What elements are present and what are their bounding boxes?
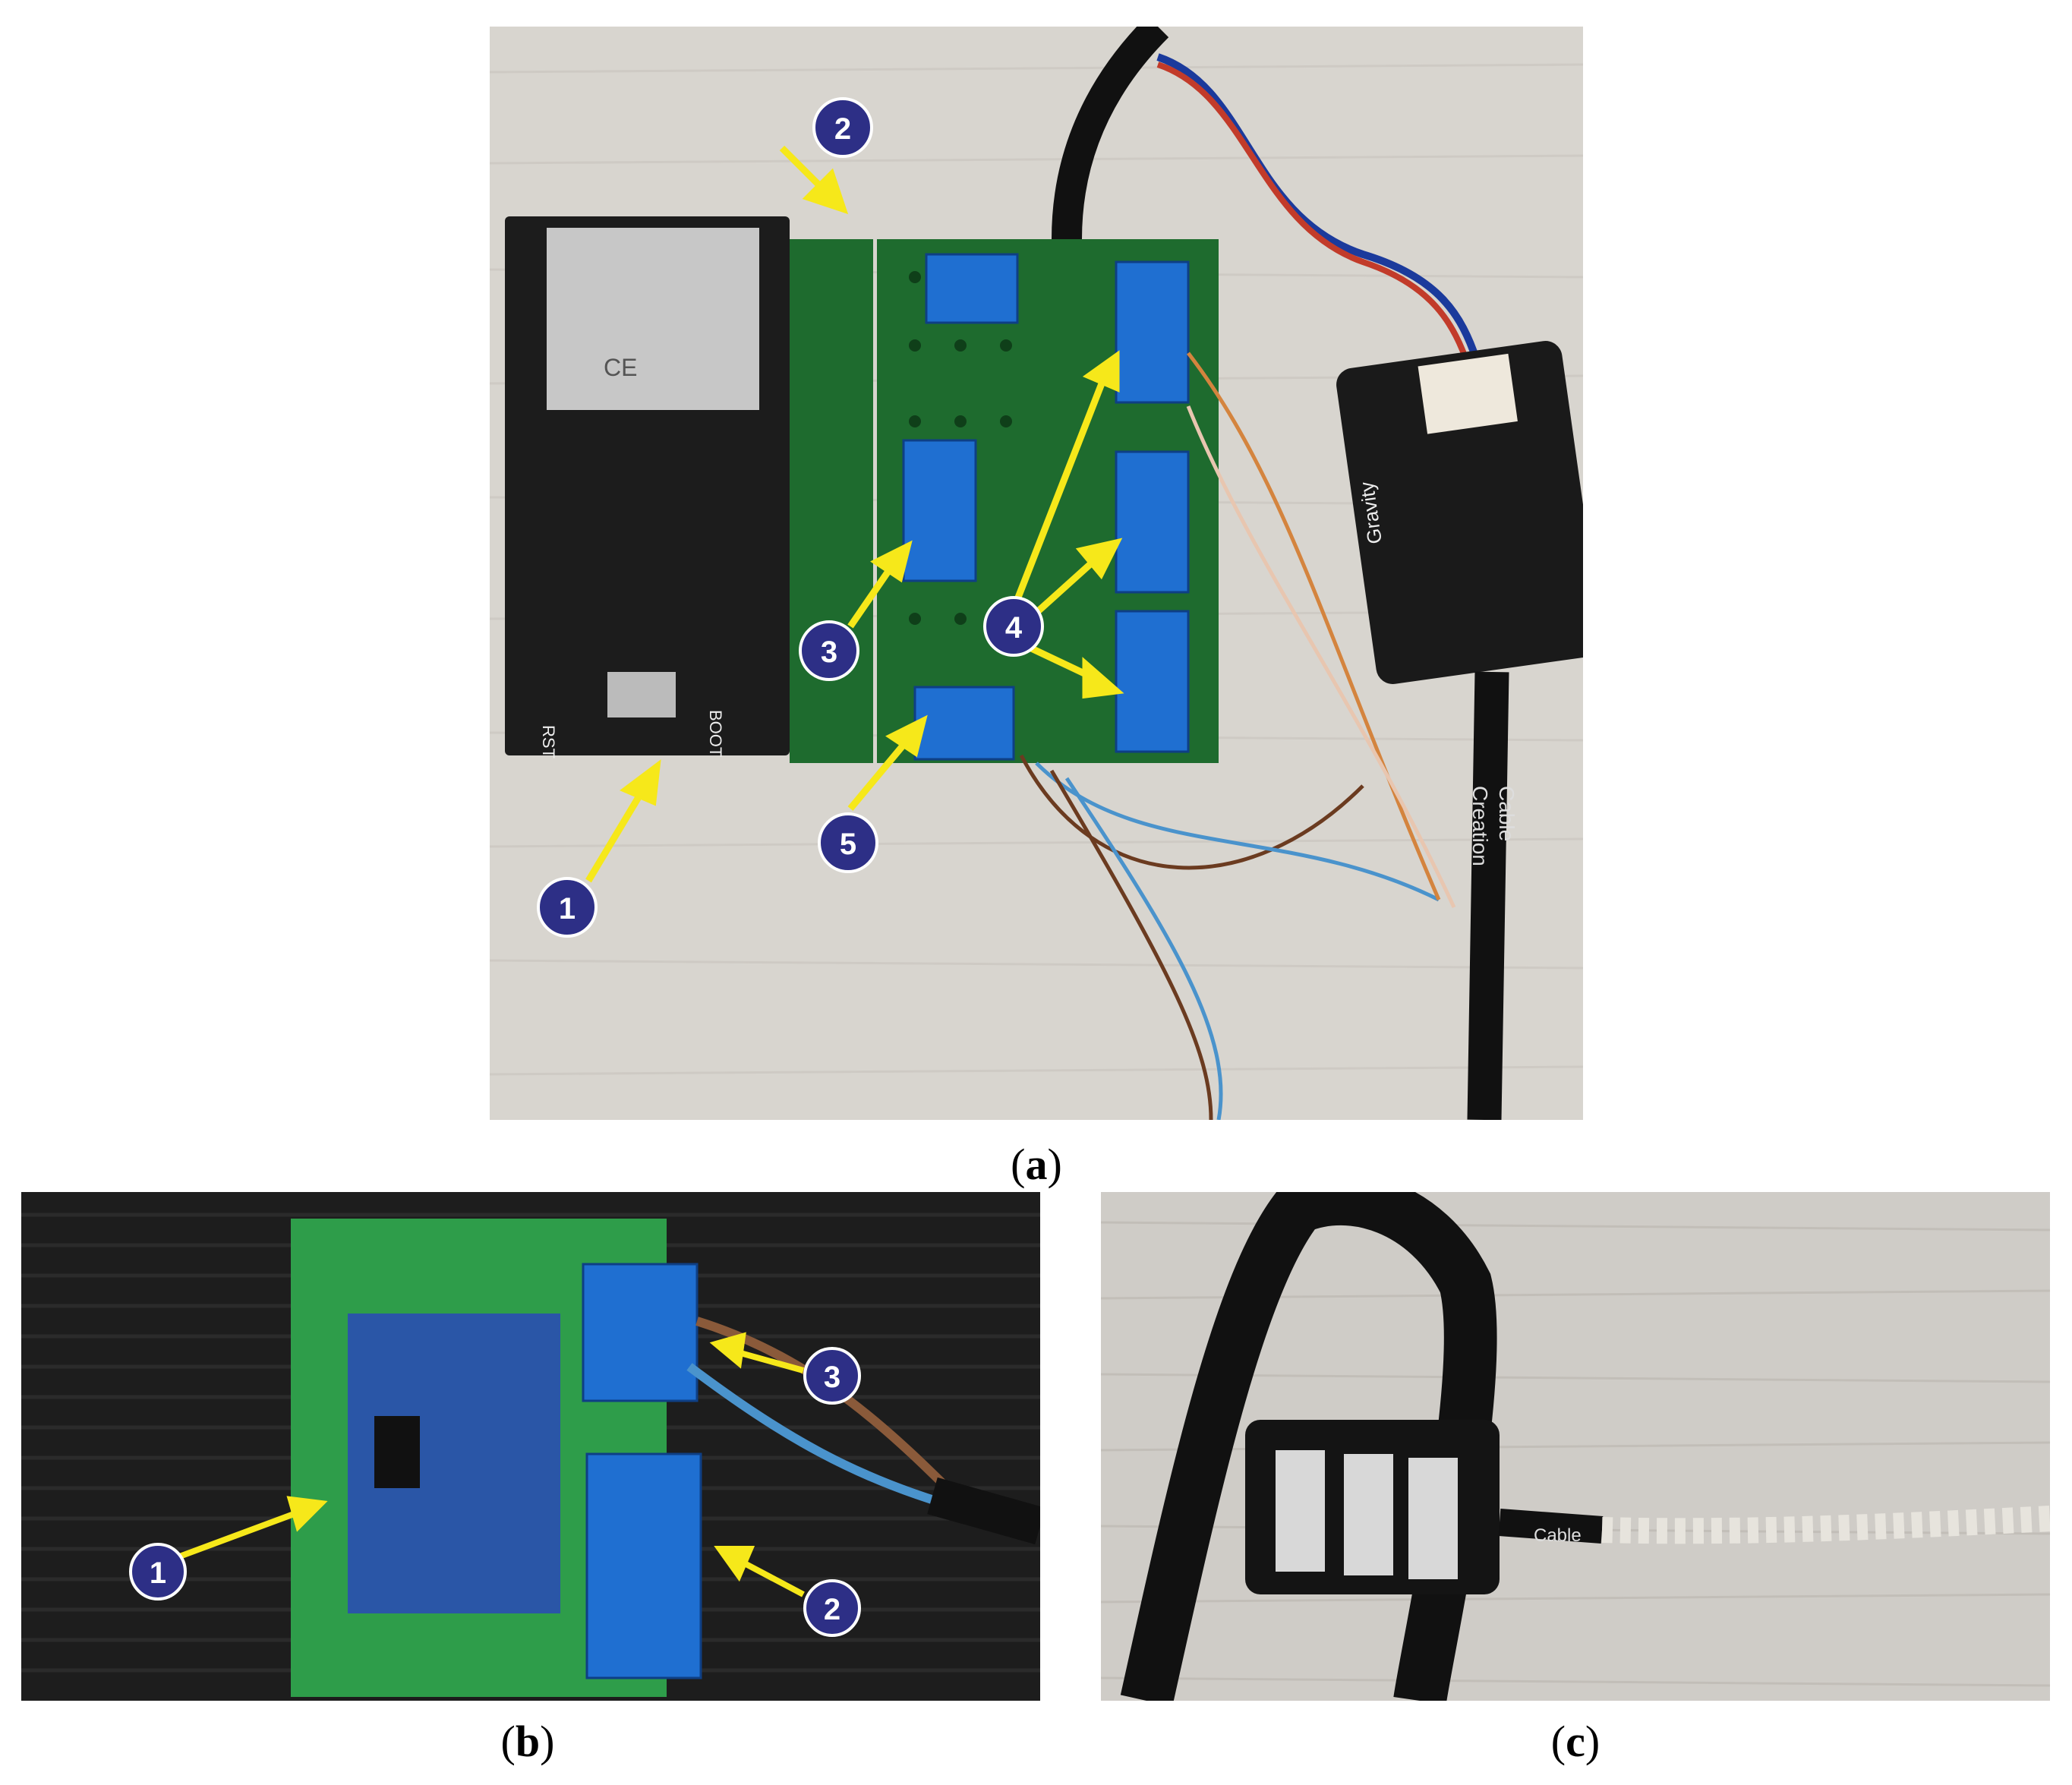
panel-c-illustration: Cable — [1101, 1192, 2050, 1701]
perfboard-left — [790, 239, 873, 763]
markers-a: 1 2 3 4 5 — [537, 97, 1044, 938]
creation-label: Creation — [1468, 786, 1492, 866]
svg-text:2: 2 — [824, 1593, 840, 1626]
ce-mark: CE — [604, 354, 637, 381]
usb-port — [607, 672, 676, 717]
svg-text:1: 1 — [559, 892, 576, 926]
caption-b: (b) — [500, 1717, 555, 1766]
panel-b-illustration: 1 2 3 — [21, 1213, 1040, 1697]
marker-b-1: 1 — [129, 1543, 187, 1601]
marker-b-2: 2 — [803, 1579, 861, 1637]
terminal-top — [925, 253, 1019, 324]
caption-a: (a) — [1011, 1140, 1062, 1189]
svg-text:5: 5 — [840, 828, 856, 861]
marker-a-1: 1 — [537, 877, 598, 938]
panel-a-illustration: CE RST BOOT — [490, 27, 1583, 1120]
terminal-bottom — [913, 686, 1015, 761]
terminal-b-top — [582, 1263, 699, 1402]
terminal-b-bottom — [585, 1452, 702, 1679]
arrows-a — [585, 145, 1124, 883]
marker-a-4: 4 — [983, 596, 1044, 657]
caption-c: (c) — [1550, 1717, 1601, 1766]
terminal-left-mid — [902, 439, 977, 582]
terminal-right-1 — [1115, 260, 1190, 404]
marker-b-3: 3 — [803, 1347, 861, 1405]
terminal-right-2 — [1115, 450, 1190, 594]
cable-label: Cable — [1495, 786, 1519, 841]
rst-label: RST — [539, 725, 558, 758]
markers-b: 1 2 3 — [129, 1347, 861, 1637]
svg-text:3: 3 — [824, 1361, 840, 1394]
panel-b-photo: 1 2 3 — [21, 1192, 1040, 1701]
boot-label: BOOT — [706, 710, 725, 757]
marker-a-5: 5 — [818, 812, 878, 873]
svg-text:2: 2 — [834, 112, 851, 146]
svg-text:1: 1 — [150, 1556, 166, 1590]
terminal-right-3 — [1115, 610, 1190, 753]
cable-text: Cable — [1534, 1525, 1582, 1546]
marker-a-2: 2 — [812, 97, 873, 158]
svg-text:3: 3 — [821, 635, 837, 669]
svg-text:4: 4 — [1005, 611, 1023, 645]
marker-a-3: 3 — [799, 620, 859, 681]
panel-c-photo: Cable — [1101, 1192, 2050, 1701]
gravity-sensor-board — [1336, 341, 1583, 684]
panel-a-photo: CE RST BOOT — [490, 27, 1583, 1120]
